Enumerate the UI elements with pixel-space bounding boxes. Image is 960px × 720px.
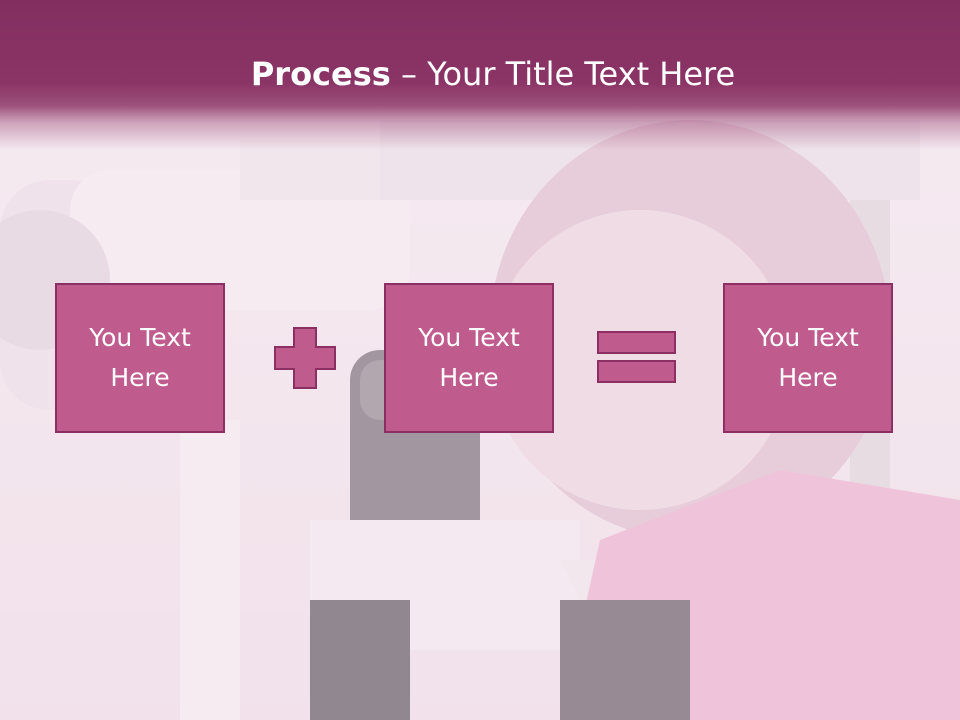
process-box-3[interactable]: You Text Here: [723, 283, 893, 433]
box-line-1: You Text: [757, 323, 859, 352]
title-bold: Process: [250, 55, 391, 93]
box-line-2: Here: [778, 363, 838, 392]
title-band: [0, 0, 960, 150]
title-rest: – Your Title Text Here: [390, 55, 736, 93]
plus-icon: [274, 327, 336, 389]
equals-icon: [597, 331, 676, 383]
process-box-1[interactable]: You Text Here: [55, 283, 225, 433]
box-line-2: Here: [110, 363, 170, 392]
process-box-text: You Text Here: [394, 318, 544, 398]
process-box-2[interactable]: You Text Here: [384, 283, 554, 433]
box-line-2: Here: [439, 363, 499, 392]
box-line-1: You Text: [418, 323, 520, 352]
process-box-text: You Text Here: [733, 318, 883, 398]
box-line-1: You Text: [89, 323, 191, 352]
slide-title: Process – Your Title Text Here: [0, 52, 960, 96]
process-box-text: You Text Here: [65, 318, 215, 398]
